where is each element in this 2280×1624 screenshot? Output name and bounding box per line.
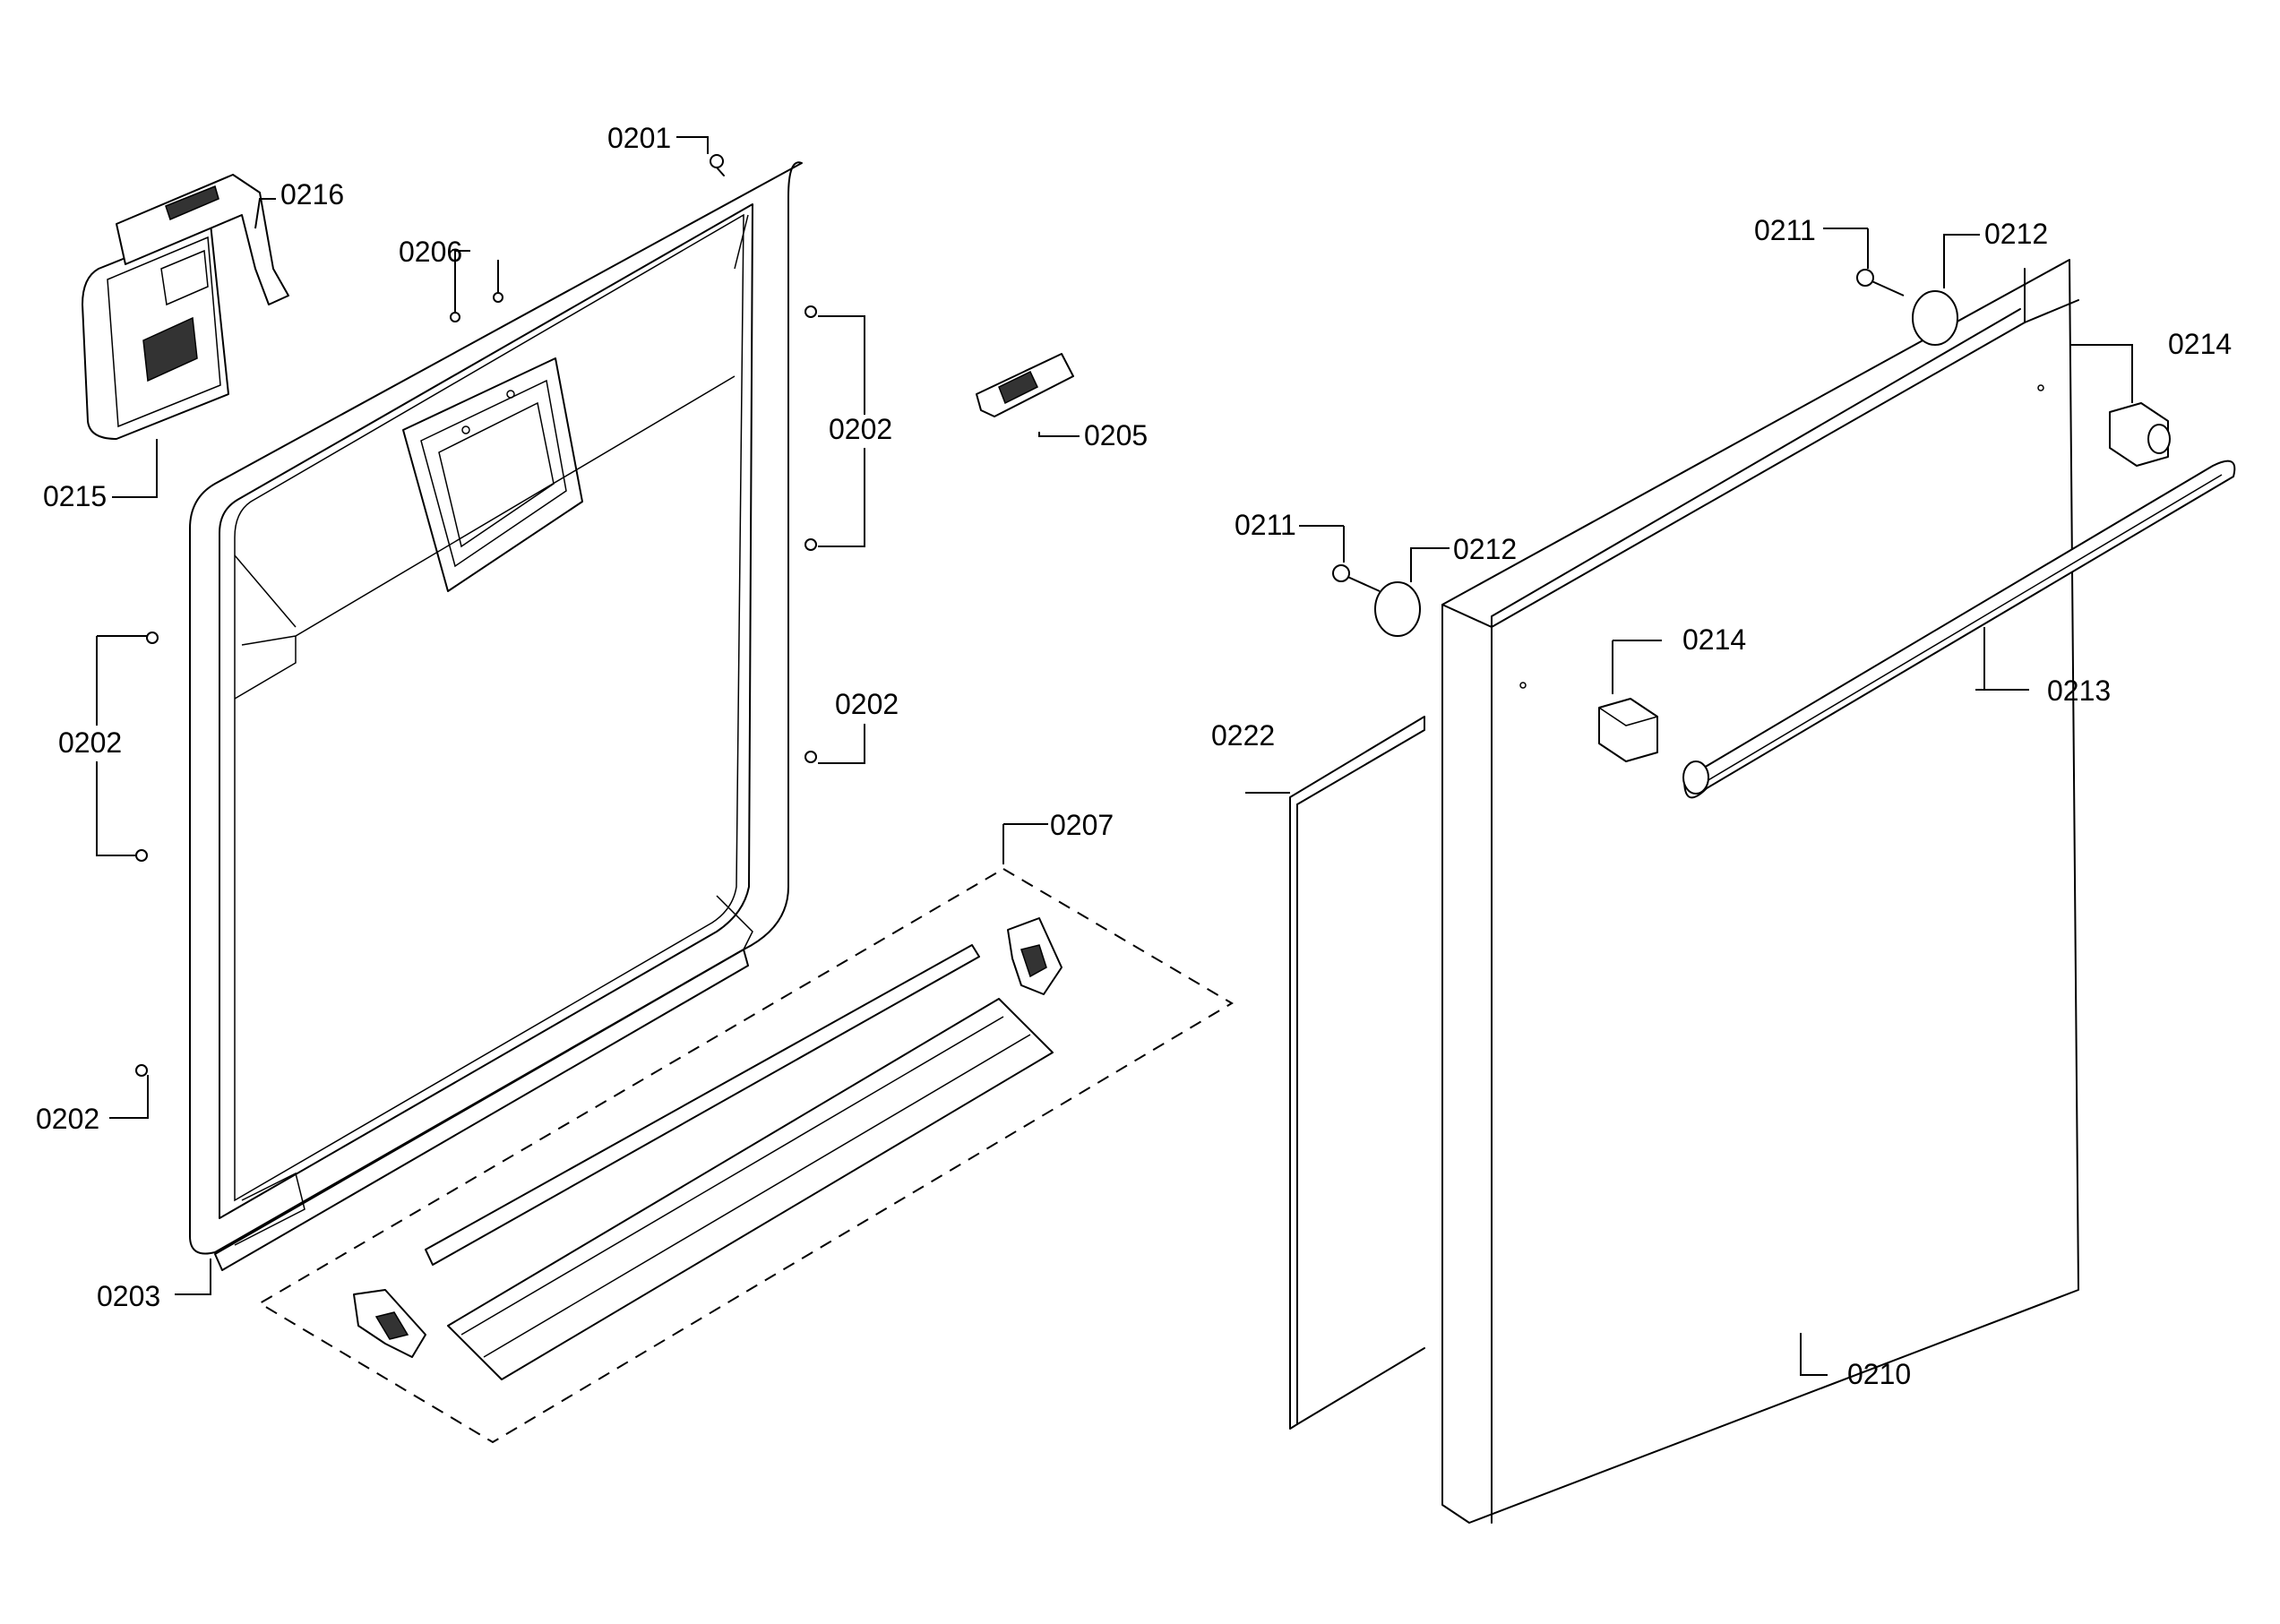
hinge-assembly-0207 <box>258 867 1234 1444</box>
callout-0202: 0202 <box>58 726 122 759</box>
callout-0211: 0211 <box>1235 509 1296 541</box>
callout-0206: 0206 <box>399 236 462 268</box>
leader-lines <box>96 136 2133 1376</box>
callout-0207: 0207 <box>1050 809 1114 841</box>
latch-bracket-0216 <box>116 174 289 305</box>
callout-0202: 0202 <box>829 413 892 445</box>
callout-0203: 0203 <box>97 1280 160 1312</box>
callout-0222: 0222 <box>1211 719 1275 752</box>
callout-0210: 0210 <box>1847 1358 1911 1390</box>
outer-door-panel-0210 <box>1441 259 2079 1524</box>
callout-0214: 0214 <box>2168 328 2232 360</box>
callout-labels: 0201 0216 0206 0202 0205 0215 0202 0202 … <box>36 122 2232 1390</box>
door-handle-0213 <box>1682 460 2236 799</box>
control-module-0215 <box>82 223 229 440</box>
callout-0211: 0211 <box>1754 214 1816 246</box>
screws-0202 <box>135 305 817 1077</box>
screw-washer-upper <box>1856 269 1958 346</box>
callout-0205: 0205 <box>1084 419 1148 451</box>
callout-0212: 0212 <box>1984 218 2048 250</box>
screws-0206 <box>450 292 503 322</box>
handle-cap-0214-upper <box>2109 402 2171 467</box>
callout-0202: 0202 <box>835 688 899 720</box>
screw-washer-lower <box>1332 564 1421 637</box>
callout-0215: 0215 <box>43 480 107 512</box>
inner-door-panel <box>189 161 803 1271</box>
callout-0202: 0202 <box>36 1103 99 1135</box>
callout-0216: 0216 <box>280 178 344 211</box>
callout-0213: 0213 <box>2047 675 2111 707</box>
screw-0201 <box>710 154 725 176</box>
latch-0205 <box>976 353 1074 417</box>
handle-cap-0214-lower <box>1598 698 1658 762</box>
callout-0214: 0214 <box>1682 623 1746 656</box>
callout-0212: 0212 <box>1453 533 1517 565</box>
callout-0201: 0201 <box>607 122 671 154</box>
decor-panel-0222 <box>1289 716 1425 1430</box>
